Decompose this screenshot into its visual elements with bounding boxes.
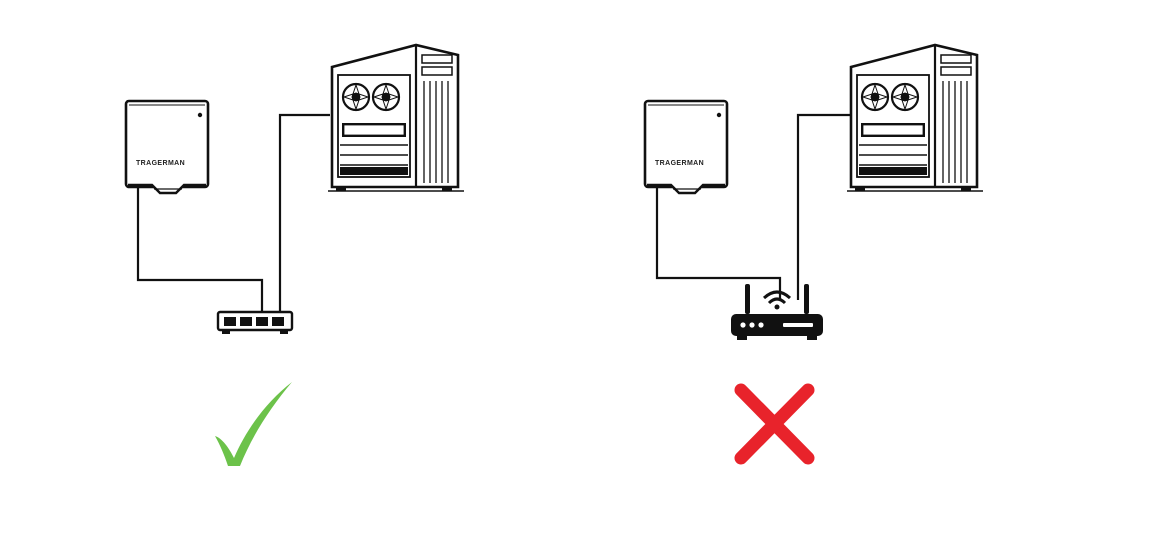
pc-tower-icon <box>845 43 985 193</box>
wifi-router-icon <box>729 282 825 342</box>
diagram-correct: TRAGERMAN <box>124 43 466 466</box>
device-label: TRAGERMAN <box>655 160 704 167</box>
pc-tower-icon <box>326 43 466 193</box>
storage-box-icon: TRAGERMAN <box>124 99 210 195</box>
checkmark-icon <box>215 382 292 466</box>
cross-icon <box>734 383 815 465</box>
device-label: TRAGERMAN <box>136 160 185 167</box>
cable-pc-to-router <box>796 113 850 300</box>
diagram-incorrect: TRAGERMAN <box>643 43 985 465</box>
cable-pc-to-switch <box>278 113 330 312</box>
network-switch-icon <box>216 310 294 336</box>
storage-box-icon: TRAGERMAN <box>643 99 729 195</box>
cable-box-to-switch <box>136 188 264 312</box>
cable-box-to-router <box>655 188 782 300</box>
